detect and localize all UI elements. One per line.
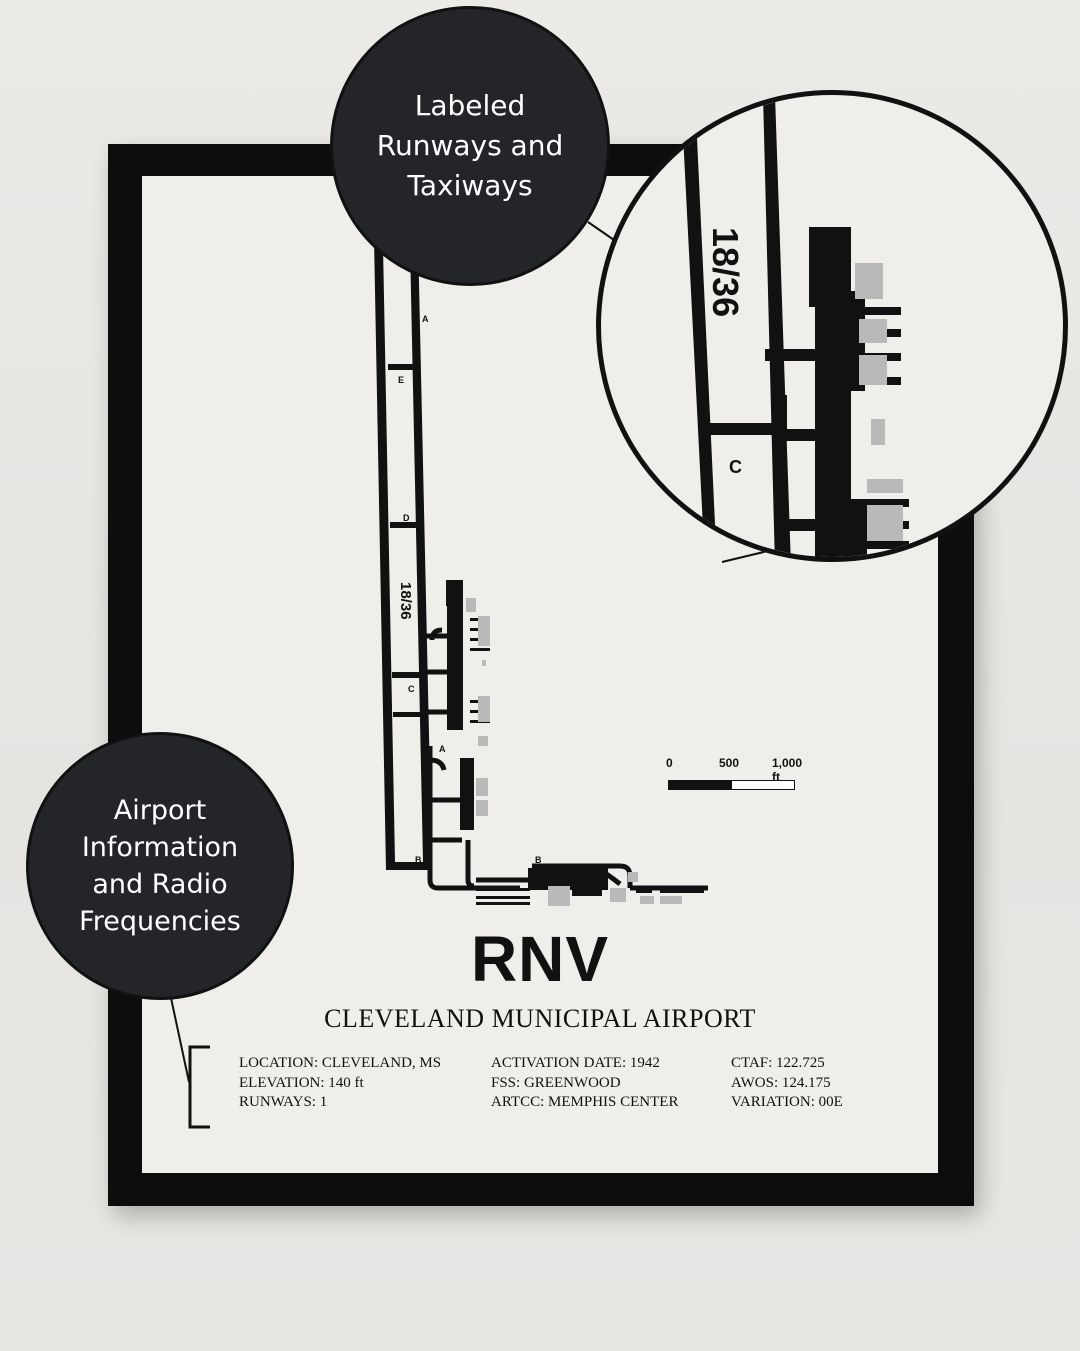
scale-bar: 0 500 1,000 ft [666, 756, 806, 796]
scale-label-500: 500 [719, 756, 740, 770]
callout-info-text: Airport Information and Radio Frequencie… [79, 795, 241, 937]
airport-code: RNV [470, 923, 610, 995]
zoom-runway-label: 18/36 [705, 227, 746, 317]
taxiway-label-c: C [408, 684, 415, 694]
runway-label: 18/36 [397, 582, 414, 620]
taxiway-label-a-south: A [439, 744, 446, 754]
info-elevation: ELEVATION: 140 ft [239, 1074, 364, 1091]
aprons [446, 580, 608, 896]
runway-18-36 [374, 238, 432, 870]
info-variation: VARIATION: 00E [731, 1094, 843, 1110]
airport-name: CLEVELAND MUNICIPAL AIRPORT [324, 1004, 756, 1033]
info-artcc: ARTCC: MEMPHIS CENTER [491, 1094, 679, 1110]
zoom-detail-circle: 18/36 C [596, 90, 1068, 562]
taxiway-label-b-west: B [415, 855, 422, 865]
scale-label-0: 0 [666, 756, 673, 770]
info-column-1: LOCATION: CLEVELAND, MS ELEVATION: 140 f… [239, 1054, 441, 1113]
callout-airport-info: Airport Information and Radio Frequencie… [26, 732, 294, 1000]
taxiway-label-b-east: B [535, 855, 542, 865]
zoom-diagram: 18/36 C [681, 95, 909, 557]
buildings [466, 598, 682, 906]
scale-bar-empty [731, 780, 795, 790]
info-activation-date: ACTIVATION DATE: 1942 [491, 1055, 660, 1071]
taxiway-label-d: D [403, 513, 410, 523]
callout-runways-text: Labeled Runways and Taxiways [376, 89, 564, 202]
info-location: LOCATION: CLEVELAND, MS [239, 1055, 442, 1071]
info-runways: RUNWAYS: 1 [239, 1094, 328, 1110]
info-column-2: ACTIVATION DATE: 1942 FSS: GREENWOOD ART… [491, 1054, 678, 1113]
scale-label-1000: 1,000 ft [772, 756, 803, 784]
callout-runways-taxiways: Labeled Runways and Taxiways [330, 6, 610, 286]
info-ctaf: CTAF: 122.725 [731, 1055, 825, 1071]
info-column-3: CTAF: 122.725 AWOS: 124.175 VARIATION: 0… [731, 1054, 843, 1113]
taxiway-label-e: E [398, 375, 404, 385]
info-awos: AWOS: 124.175 [731, 1074, 831, 1091]
info-bracket [188, 1045, 210, 1129]
zoom-taxiway-label-c: C [729, 457, 742, 477]
taxiway-label-a-north: A [422, 314, 429, 324]
info-fss: FSS: GREENWOOD [491, 1074, 621, 1091]
